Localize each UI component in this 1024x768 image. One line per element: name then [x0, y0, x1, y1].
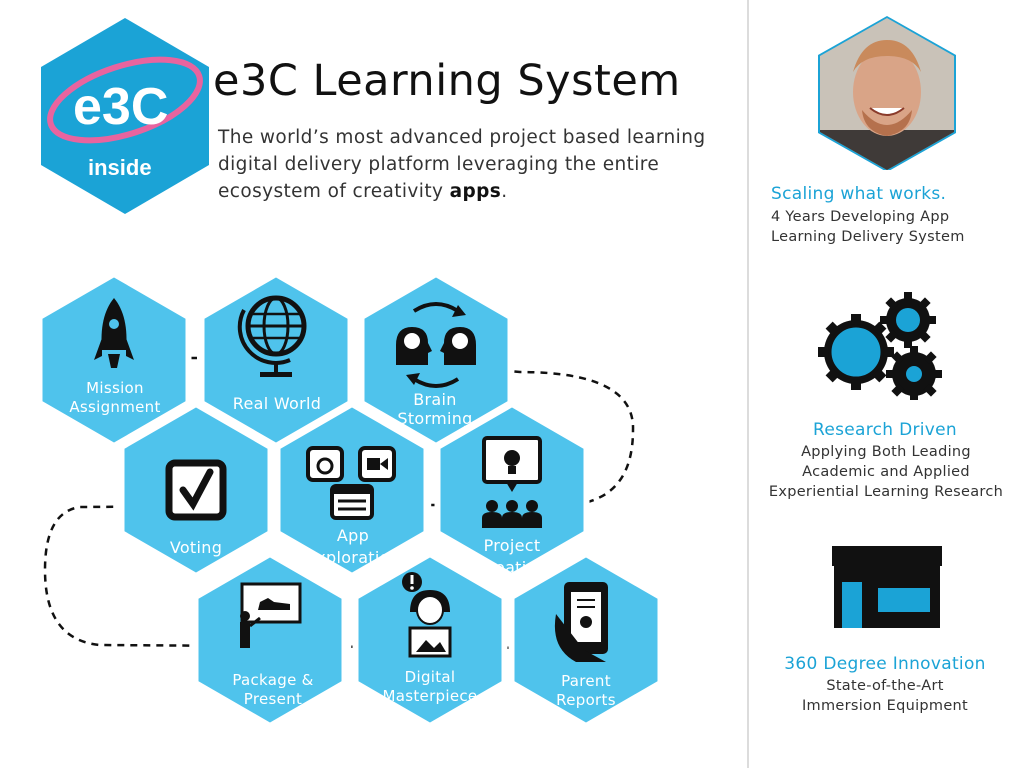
hex-label-app-exploration: App Exploration: [305, 526, 401, 567]
apps-icon: [306, 446, 396, 520]
presentation-icon: [482, 436, 542, 528]
hex-label-project-creation: Project Creation: [476, 536, 548, 577]
tablet-certificate-icon: [554, 582, 608, 662]
e3c-logo: e3C inside: [41, 18, 209, 214]
page-title: e3C Learning System: [213, 56, 681, 106]
logo-sub: inside: [88, 155, 152, 180]
storefront-icon: [832, 546, 942, 628]
hex-label-parent-reports: Parent Reports: [556, 672, 616, 709]
feature-heading-innovation: 360 Degree Innovation: [784, 654, 986, 674]
hex-icons: [94, 295, 608, 662]
rocket-icon: [94, 298, 134, 368]
brainstorm-icon: [396, 302, 476, 388]
portrait-photo: [818, 16, 956, 170]
feature-heading-research: Research Driven: [813, 420, 957, 440]
hex-label-package-present: Package & Present: [232, 671, 314, 708]
hex-label-mission-assignment: Mission Assignment: [69, 379, 161, 416]
hex-label-real-world: Real World: [232, 394, 322, 413]
presenter-icon: [240, 582, 302, 648]
checkbox-icon: [165, 459, 227, 521]
globe-icon: [237, 295, 307, 377]
hex-label-voting: Voting: [169, 538, 223, 557]
gears-icon: [818, 292, 942, 400]
hex-tile: [192, 551, 348, 729]
hex-diagram: [39, 274, 661, 729]
hex-label-digital-masterpiece: Digital Masterpiece: [382, 668, 478, 705]
logo-text: e3C: [73, 78, 168, 136]
artist-icon: [402, 572, 452, 658]
column-divider: [747, 0, 749, 768]
page-subtitle: The world’s most advanced project based …: [218, 127, 706, 202]
feature-heading-scaling: Scaling what works.: [771, 184, 947, 204]
hex-label-brain-storming: Brain Storming: [397, 390, 473, 428]
